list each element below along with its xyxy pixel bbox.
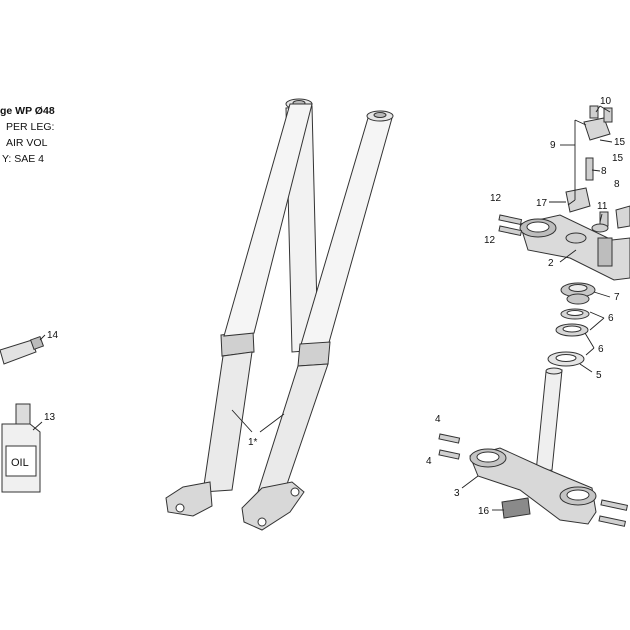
notes-line-3: Y: SAE 4 bbox=[2, 153, 45, 165]
callout-13: 13 bbox=[44, 412, 56, 423]
callout-11: 11 bbox=[597, 201, 608, 212]
callout-2: 2 bbox=[548, 258, 554, 269]
grease-tube[interactable] bbox=[0, 335, 45, 365]
notes-line-2: AIR VOL bbox=[6, 137, 48, 149]
oil-bottle[interactable]: OIL bbox=[1, 403, 41, 493]
notes-title: ge WP Ø48 bbox=[0, 105, 55, 117]
callout-15b: 15 bbox=[612, 153, 624, 164]
fork-upper-tube-left[interactable] bbox=[223, 103, 313, 337]
callout-8a: 8 bbox=[601, 166, 607, 177]
callout-1: 1* bbox=[248, 437, 258, 448]
callout-17: 17 bbox=[536, 198, 548, 209]
leader-lines bbox=[32, 105, 613, 511]
oil-label: OIL bbox=[11, 457, 29, 469]
callouts: 1* 2 3 4 4 5 6 6 7 8 8 9 10 11 12 12 13 … bbox=[44, 96, 626, 517]
pinch-bolts-4[interactable] bbox=[438, 433, 629, 527]
rubber-block-16[interactable] bbox=[501, 497, 531, 519]
callout-12a: 12 bbox=[490, 193, 502, 204]
callout-16: 16 bbox=[478, 506, 490, 517]
fork-leg-right[interactable] bbox=[241, 110, 394, 531]
callout-14: 14 bbox=[47, 330, 59, 341]
callout-6a: 6 bbox=[608, 313, 614, 324]
pinch-bolts-12[interactable] bbox=[498, 214, 523, 237]
callout-3: 3 bbox=[454, 488, 460, 499]
callout-4b: 4 bbox=[426, 456, 432, 467]
callout-4a: 4 bbox=[435, 414, 441, 425]
callout-10: 10 bbox=[600, 96, 612, 107]
callout-8b: 8 bbox=[614, 179, 620, 190]
callout-15a: 15 bbox=[614, 137, 626, 148]
callout-12b: 12 bbox=[484, 235, 496, 246]
handlebar-clamp[interactable] bbox=[565, 105, 630, 229]
bearing-6-upper[interactable] bbox=[560, 308, 590, 320]
notes-line-1: PER LEG: bbox=[6, 121, 55, 133]
plug-11[interactable] bbox=[591, 223, 609, 233]
seal-5[interactable] bbox=[547, 351, 585, 367]
lower-triple-clamp[interactable] bbox=[469, 367, 597, 525]
upper-triple-clamp[interactable] bbox=[519, 214, 630, 281]
callout-6b: 6 bbox=[598, 344, 604, 355]
callout-9: 9 bbox=[550, 140, 556, 151]
bearing-nut-7[interactable] bbox=[560, 282, 596, 305]
callout-5: 5 bbox=[596, 370, 602, 381]
fork-leg-left[interactable] bbox=[165, 98, 319, 517]
callout-7: 7 bbox=[614, 292, 620, 303]
notes-block: ge WP Ø48 PER LEG: AIR VOL Y: SAE 4 bbox=[0, 103, 55, 167]
bearing-6-lower[interactable] bbox=[555, 323, 589, 337]
